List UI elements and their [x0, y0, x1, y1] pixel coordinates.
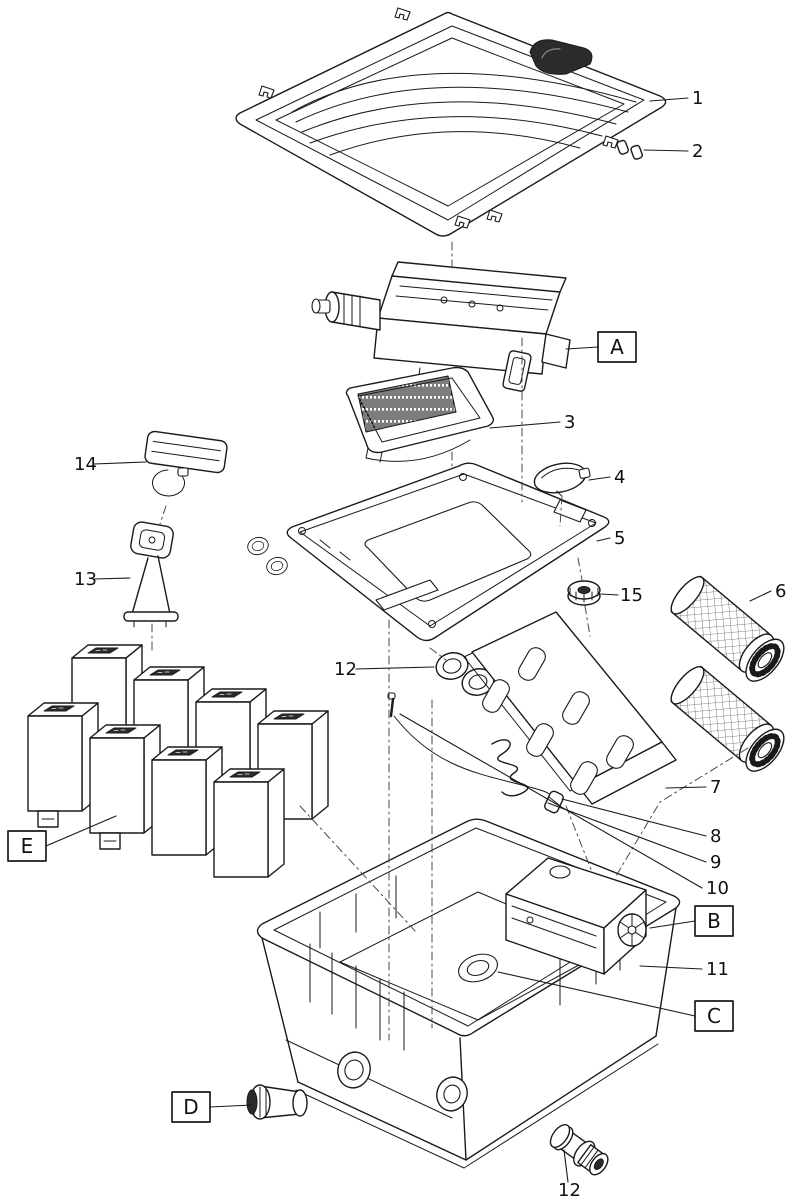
part-stand — [123, 521, 179, 628]
label-box-D — [171, 1091, 211, 1123]
part-basin — [246, 818, 681, 1176]
latch — [544, 790, 564, 814]
label-box-B — [694, 905, 734, 937]
front-port-right — [436, 1076, 468, 1112]
part-clip — [616, 139, 643, 160]
pin-head — [387, 692, 396, 700]
callout-15: 15 — [620, 585, 643, 606]
callout-5: 5 — [614, 528, 625, 549]
callout-8: 8 — [710, 826, 721, 847]
callout-6: 6 — [775, 581, 786, 602]
part-foam-stack — [27, 644, 329, 878]
label-E: E — [21, 834, 34, 858]
guide-lines — [151, 241, 749, 1041]
label-A: A — [610, 335, 624, 359]
callout-7: 7 — [710, 777, 721, 798]
cable-loop — [152, 469, 185, 497]
part-cable-box — [144, 430, 228, 497]
front-port-left — [337, 1051, 371, 1089]
callout-10: 10 — [706, 878, 729, 899]
part-scoop — [533, 462, 591, 497]
pin — [389, 697, 395, 718]
part-lid — [235, 7, 667, 237]
callout-12: 12 — [334, 659, 357, 680]
callout-1: 1 — [692, 88, 703, 109]
part-tray — [286, 462, 610, 642]
part-basket — [345, 366, 495, 463]
part-small-items — [387, 692, 564, 814]
callout-leaders — [45, 97, 772, 1183]
label-box-A — [597, 331, 637, 363]
part-cartridges — [665, 570, 791, 777]
pump-latch — [502, 350, 532, 392]
part-grommet — [567, 580, 601, 606]
callout-13: 13 — [74, 569, 97, 590]
drain-valve — [246, 1084, 308, 1120]
part-clamp-rings — [245, 534, 290, 578]
bottom-fitting — [549, 1124, 609, 1176]
boxed-labels: A B C D E — [7, 331, 734, 1123]
basin-pump-housing — [505, 857, 647, 975]
callout-14: 14 — [74, 454, 97, 475]
lid-handle — [529, 39, 593, 75]
part-panel — [463, 611, 677, 805]
callout-12b: 12 — [558, 1180, 581, 1200]
tray-opening — [364, 501, 532, 602]
label-box-E — [7, 830, 47, 862]
callout-2: 2 — [692, 141, 703, 162]
label-D: D — [183, 1095, 198, 1119]
cable — [393, 715, 554, 799]
callout-9: 9 — [710, 852, 721, 873]
label-B: B — [707, 909, 721, 933]
panel-spring — [491, 739, 529, 797]
callout-3: 3 — [564, 412, 575, 433]
number-callouts: 1 2 3 4 5 6 7 8 9 10 11 12 12 13 14 15 — [74, 88, 786, 1200]
part-pump-unit — [311, 261, 571, 392]
callout-11: 11 — [706, 959, 729, 980]
impeller-wheel — [617, 913, 647, 947]
label-box-C — [694, 1000, 734, 1032]
floor-opening — [458, 953, 498, 983]
label-C: C — [707, 1004, 721, 1028]
lid-clips — [258, 7, 619, 229]
callout-4: 4 — [614, 467, 625, 488]
